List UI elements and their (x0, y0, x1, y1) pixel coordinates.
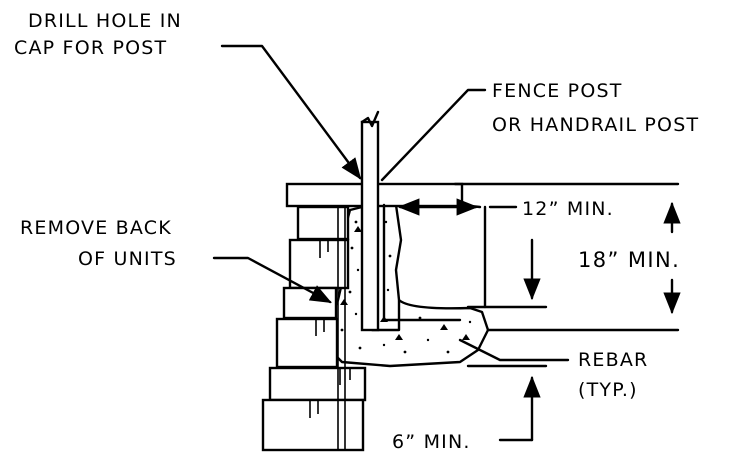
fence-post-label-line1: FENCE POST (492, 80, 623, 102)
drill-hole-label-line1: DRILL HOLE IN (28, 10, 182, 32)
rebar (382, 203, 462, 322)
remove-back-label-line2: OF UNITS (78, 248, 177, 270)
concrete-aggregate (340, 220, 472, 354)
dim-18-min-label: 18” MIN. (578, 248, 680, 272)
rebar-label-line2: (TYP.) (578, 379, 638, 401)
fence-post-label-line2: OR HANDRAIL POST (492, 114, 699, 136)
drill-hole-label-line2: CAP FOR POST (14, 37, 167, 59)
rebar-label-line1: REBAR (578, 349, 648, 371)
block-units (261, 205, 367, 452)
dim-6-min-label: 6” MIN. (392, 431, 471, 453)
remove-back-label-line1: REMOVE BACK (20, 217, 172, 239)
leader-lines (212, 44, 570, 362)
dim-12-min-label: 12” MIN. (522, 198, 614, 220)
dimension-lines (397, 182, 681, 442)
fence-post (360, 110, 380, 332)
